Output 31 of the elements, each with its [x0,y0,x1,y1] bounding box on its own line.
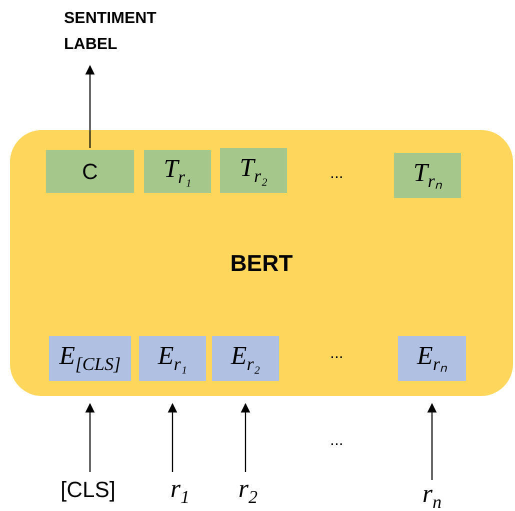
embedding-box [212,336,279,381]
output-token-box [144,150,211,193]
embedding-box [49,336,131,381]
token-text: E$_{rₙ}$ [417,341,447,376]
token-text: E$_{[CLS]}$ [59,341,121,376]
token-text: E$_{r₁}$ [158,341,188,376]
ellipsis: ... [330,165,344,183]
ellipsis: ... [330,432,344,450]
output-token-box [220,148,287,193]
output-token-box [46,150,134,193]
embedding-box [398,336,466,381]
embedding-box [139,336,206,381]
arrow [85,403,95,472]
model-block [10,130,513,396]
token-label: r$_{1}$ [170,474,190,508]
arrow [240,403,250,472]
arrow [427,403,437,480]
token-label: r$_{2}$ [238,474,258,508]
token-text: T$_{r₂}$ [240,153,268,188]
token-text: T$_{r₁}$ [164,154,192,189]
arrow [85,65,95,148]
ellipsis: ... [330,345,344,363]
token-label: SENTIMENT LABEL [64,9,158,55]
token-text: T$_{rₙ}$ [413,158,442,193]
token-text: C [82,158,98,184]
arrow [168,403,178,472]
model-name: BERT [230,250,293,276]
token-label: r$_{n}$ [422,478,442,511]
output-token-box [394,153,461,198]
token-label: [CLS] [60,477,116,503]
token-text: E$_{r₂}$ [230,341,260,376]
